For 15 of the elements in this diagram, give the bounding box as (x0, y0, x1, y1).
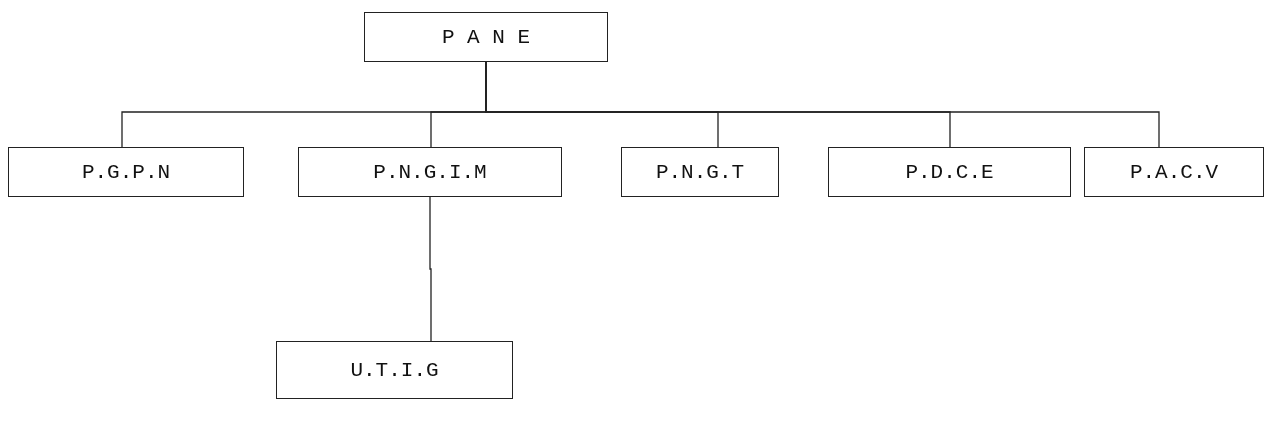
org-box (621, 147, 779, 197)
org-box (1084, 147, 1264, 197)
unit-label: U.T.I.G (350, 358, 439, 382)
unit-label: P.N.G.I.M (373, 160, 487, 184)
unit-label: P.D.C.E (905, 160, 994, 184)
unit-label: P A N E (441, 25, 531, 49)
unit-label: P.G.P.N (81, 160, 171, 184)
org-box (8, 147, 244, 197)
org-box (828, 147, 1071, 197)
org-box (298, 147, 562, 197)
unit-label: P.A.C.V (1129, 160, 1219, 184)
org-box (276, 341, 513, 399)
connector-line (429, 196, 432, 342)
org-box (364, 12, 608, 62)
unit-label: P.N.G.T (655, 160, 745, 184)
